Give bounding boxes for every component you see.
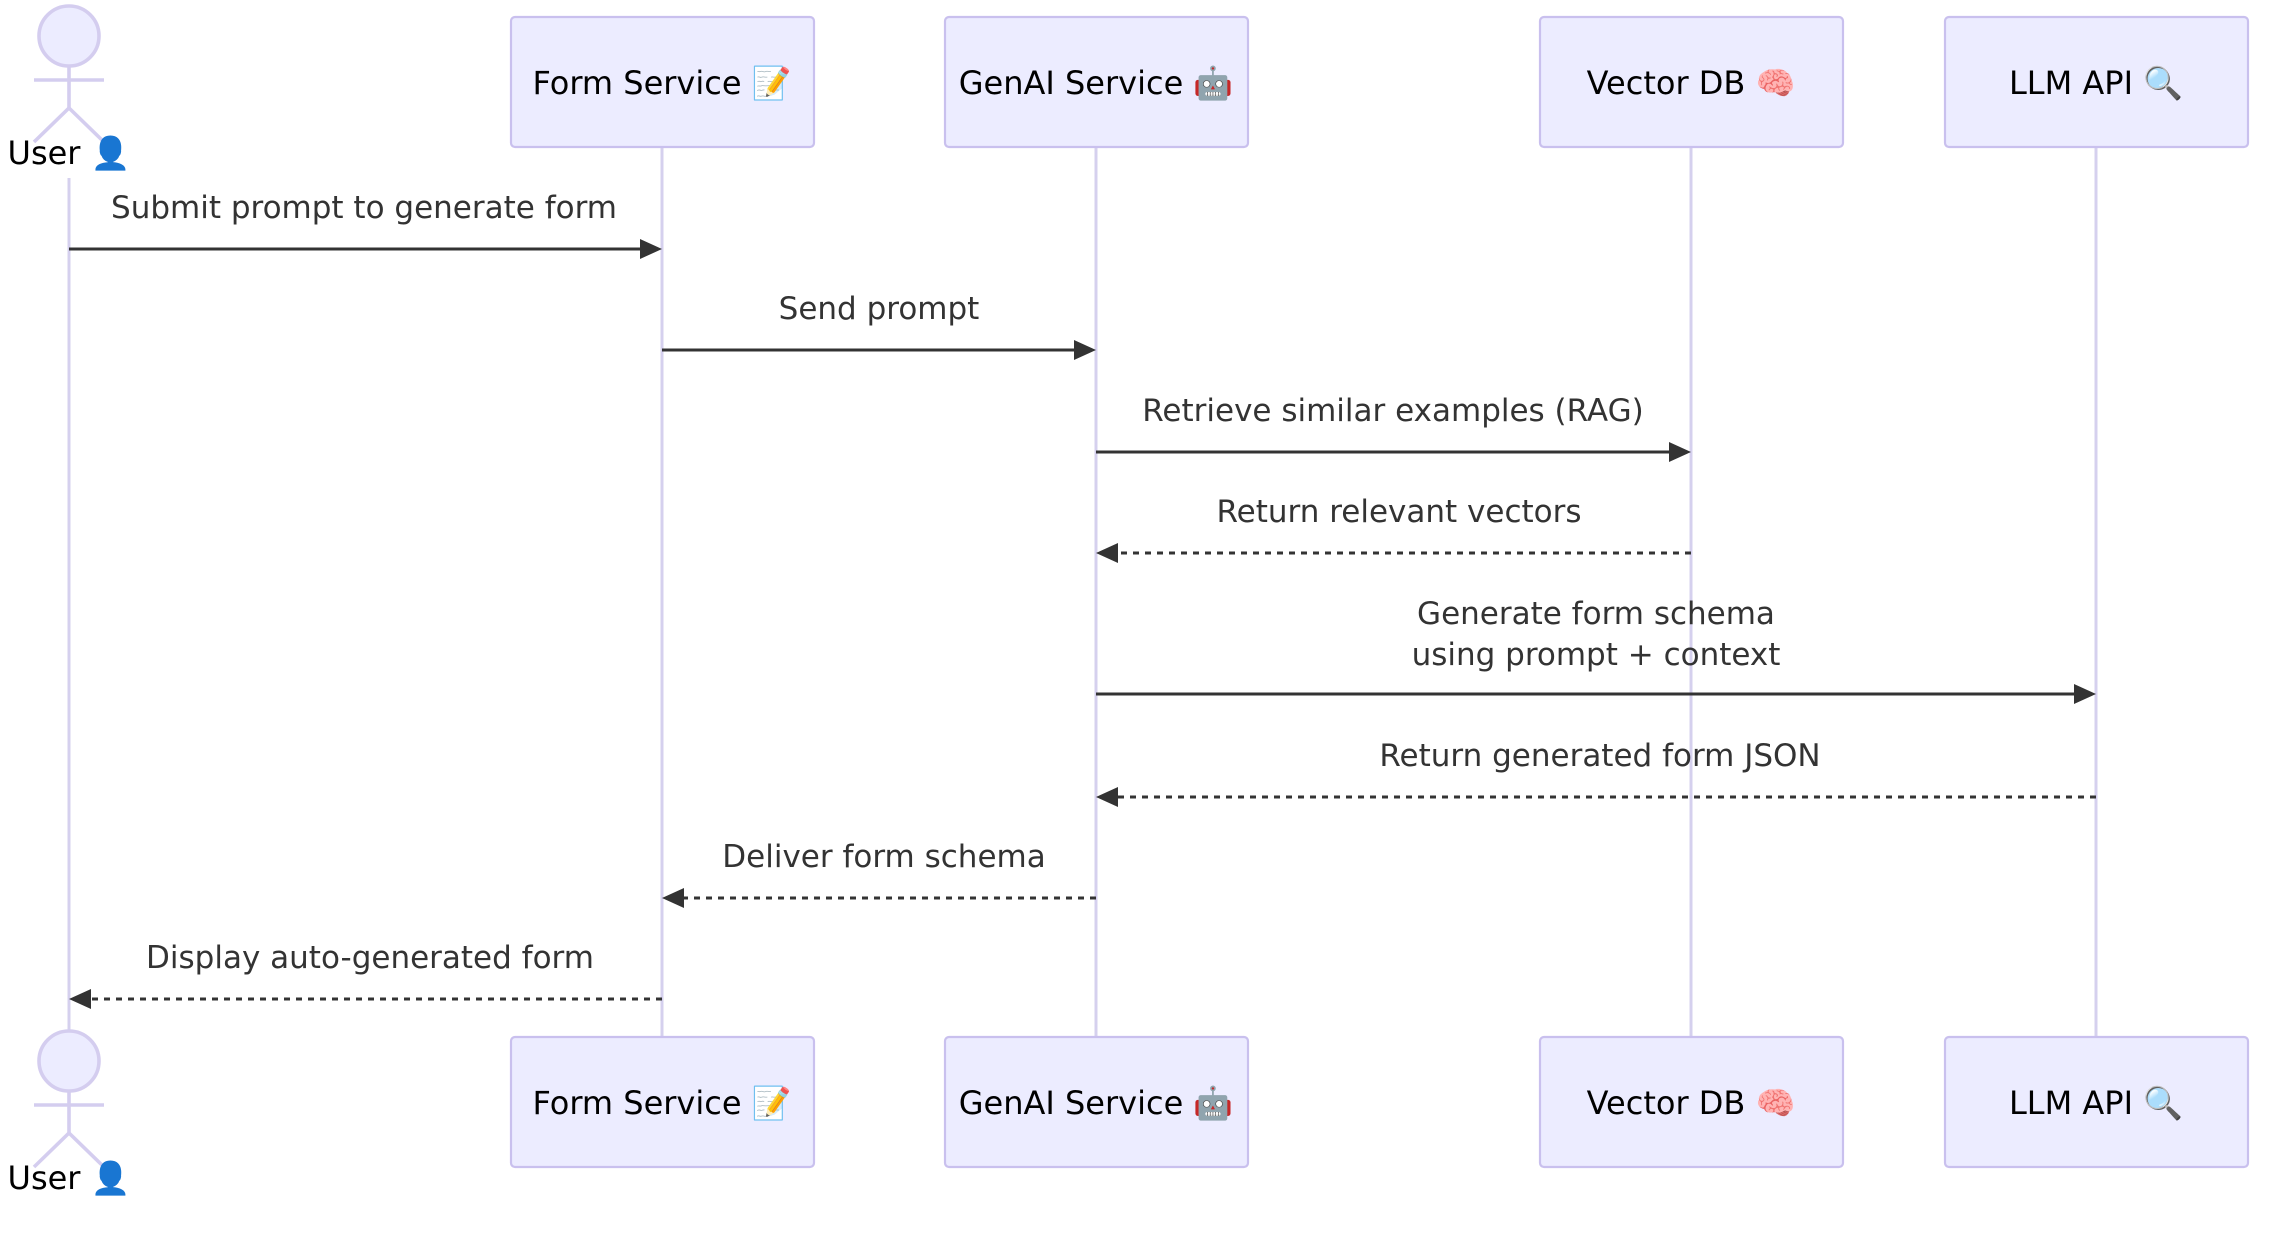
participants-bottom: User 👤 Form Service 📝 GenAI Service 🤖 Ve… — [8, 1029, 2250, 1197]
message-label: Send prompt — [779, 291, 980, 327]
actor-leg-right — [67, 1131, 106, 1169]
message-label: Retrieve similar examples (RAG) — [1142, 393, 1643, 429]
participant-label-form-service: Form Service 📝 — [532, 1084, 791, 1122]
messages: Submit prompt to generate form Send prom… — [69, 190, 2096, 1009]
message-deliver-schema: Deliver form schema — [662, 839, 1096, 908]
message-send-prompt: Send prompt — [662, 291, 1096, 360]
participant-box — [943, 15, 1250, 149]
participant-genai-service-bottom: GenAI Service 🤖 — [943, 1035, 1250, 1169]
message-return-json: Return generated form JSON — [1096, 738, 2096, 807]
message-display-form: Display auto-generated form — [69, 940, 662, 1009]
participant-box — [1538, 1035, 1845, 1169]
participant-form-service-top: Form Service 📝 — [509, 15, 816, 149]
participant-label-vector-db: Vector DB 🧠 — [1587, 1084, 1796, 1122]
participant-label-genai-service: GenAI Service 🤖 — [959, 1084, 1234, 1122]
message-label: Return relevant vectors — [1216, 494, 1581, 530]
message-label-line-1: Generate form schema — [1417, 596, 1775, 632]
participant-box — [509, 15, 816, 149]
message-label: Return generated form JSON — [1379, 738, 1820, 774]
participant-label-form-service: Form Service 📝 — [532, 64, 791, 102]
participant-box — [509, 1035, 816, 1169]
actor-label-user: User 👤 — [8, 134, 131, 172]
arrowhead — [1074, 340, 1096, 360]
arrowhead — [69, 989, 91, 1009]
participant-box — [943, 1035, 1250, 1169]
participant-label-llm-api: LLM API 🔍 — [2009, 1083, 2183, 1122]
participant-box — [1943, 1035, 2250, 1169]
arrowhead — [1096, 543, 1118, 563]
participant-vector-db-bottom: Vector DB 🧠 — [1538, 1035, 1845, 1169]
message-label: Deliver form schema — [722, 839, 1045, 875]
message-retrieve-examples: Retrieve similar examples (RAG) — [1096, 393, 1691, 462]
arrowhead — [662, 888, 684, 908]
arrowhead — [1096, 787, 1118, 807]
actor-leg-left — [32, 106, 71, 144]
actor-head — [37, 1029, 101, 1093]
actor-head — [37, 4, 101, 68]
participant-box — [1538, 15, 1845, 149]
arrowhead — [2074, 684, 2096, 704]
message-return-vectors: Return relevant vectors — [1096, 494, 1691, 563]
actor-leg-right — [67, 106, 106, 144]
arrowhead — [640, 239, 662, 259]
arrowhead — [1669, 442, 1691, 462]
participant-label-llm-api: LLM API 🔍 — [2009, 63, 2183, 102]
participant-label-genai-service: GenAI Service 🤖 — [959, 64, 1234, 102]
participant-form-service-bottom: Form Service 📝 — [509, 1035, 816, 1169]
message-label-line-2: using prompt + context — [1412, 637, 1781, 673]
actor-leg-left — [32, 1131, 71, 1169]
participants-top: User 👤 Form Service 📝 GenAI Service 🤖 Ve… — [8, 4, 2250, 172]
participant-genai-service-top: GenAI Service 🤖 — [943, 15, 1250, 149]
message-label: Submit prompt to generate form — [111, 190, 617, 226]
message-submit-prompt: Submit prompt to generate form — [69, 190, 662, 259]
message-label: Display auto-generated form — [146, 940, 594, 976]
participant-vector-db-top: Vector DB 🧠 — [1538, 15, 1845, 149]
message-generate-schema: Generate form schema using prompt + cont… — [1096, 596, 2096, 704]
participant-box — [1943, 15, 2250, 149]
actor-user-top: User 👤 — [8, 4, 131, 172]
actor-label-user: User 👤 — [8, 1159, 131, 1197]
participant-llm-api-top: LLM API 🔍 — [1943, 15, 2250, 149]
lifelines — [67, 148, 2098, 1036]
actor-user-bottom: User 👤 — [8, 1029, 131, 1197]
participant-label-vector-db: Vector DB 🧠 — [1587, 64, 1796, 102]
participant-llm-api-bottom: LLM API 🔍 — [1943, 1035, 2250, 1169]
